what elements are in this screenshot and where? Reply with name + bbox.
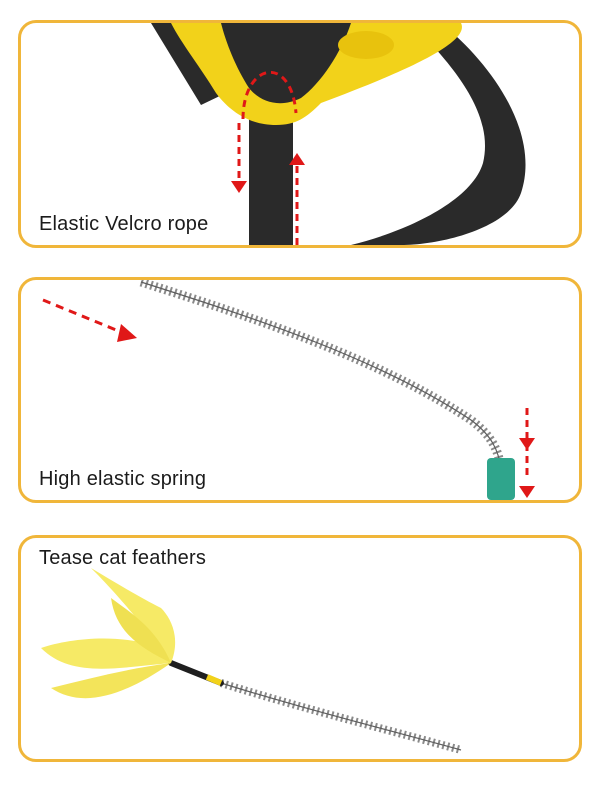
strap-left [151, 23, 226, 105]
feather-spring-core [220, 682, 462, 751]
spring-core [140, 281, 502, 471]
diagonal-arrow-icon [117, 324, 137, 342]
feather-illustration [41, 568, 463, 754]
feather-lower [41, 638, 171, 669]
caption-elastic-velcro-rope: Elastic Velcro rope [39, 213, 209, 235]
spring-illustration [42, 280, 535, 500]
panel-high-elastic-spring: High elastic spring [18, 277, 582, 503]
down-arrow-icon [231, 181, 247, 193]
feather-stick-band [205, 674, 223, 686]
caption-high-elastic-spring: High elastic spring [39, 468, 207, 490]
vertical-arrow-icon-lower [519, 486, 535, 498]
panel-elastic-velcro-rope: Elastic Velcro rope [18, 20, 582, 248]
panel-tease-cat-feathers: Tease cat feathers [18, 535, 582, 762]
up-arrow-icon [289, 153, 305, 165]
spring-clip [487, 458, 515, 500]
vertical-arrow-icon-upper [519, 438, 535, 450]
strap-right [351, 23, 526, 245]
feather-middle [111, 598, 171, 663]
harness-cup [338, 31, 394, 59]
diagonal-arrow-line [42, 298, 122, 334]
harness-illustration [151, 23, 526, 245]
caption-tease-cat-feathers: Tease cat feathers [39, 547, 207, 569]
feather-bottom [51, 663, 171, 699]
spring-coil [139, 280, 506, 471]
arch-arrow-icon [241, 70, 298, 120]
